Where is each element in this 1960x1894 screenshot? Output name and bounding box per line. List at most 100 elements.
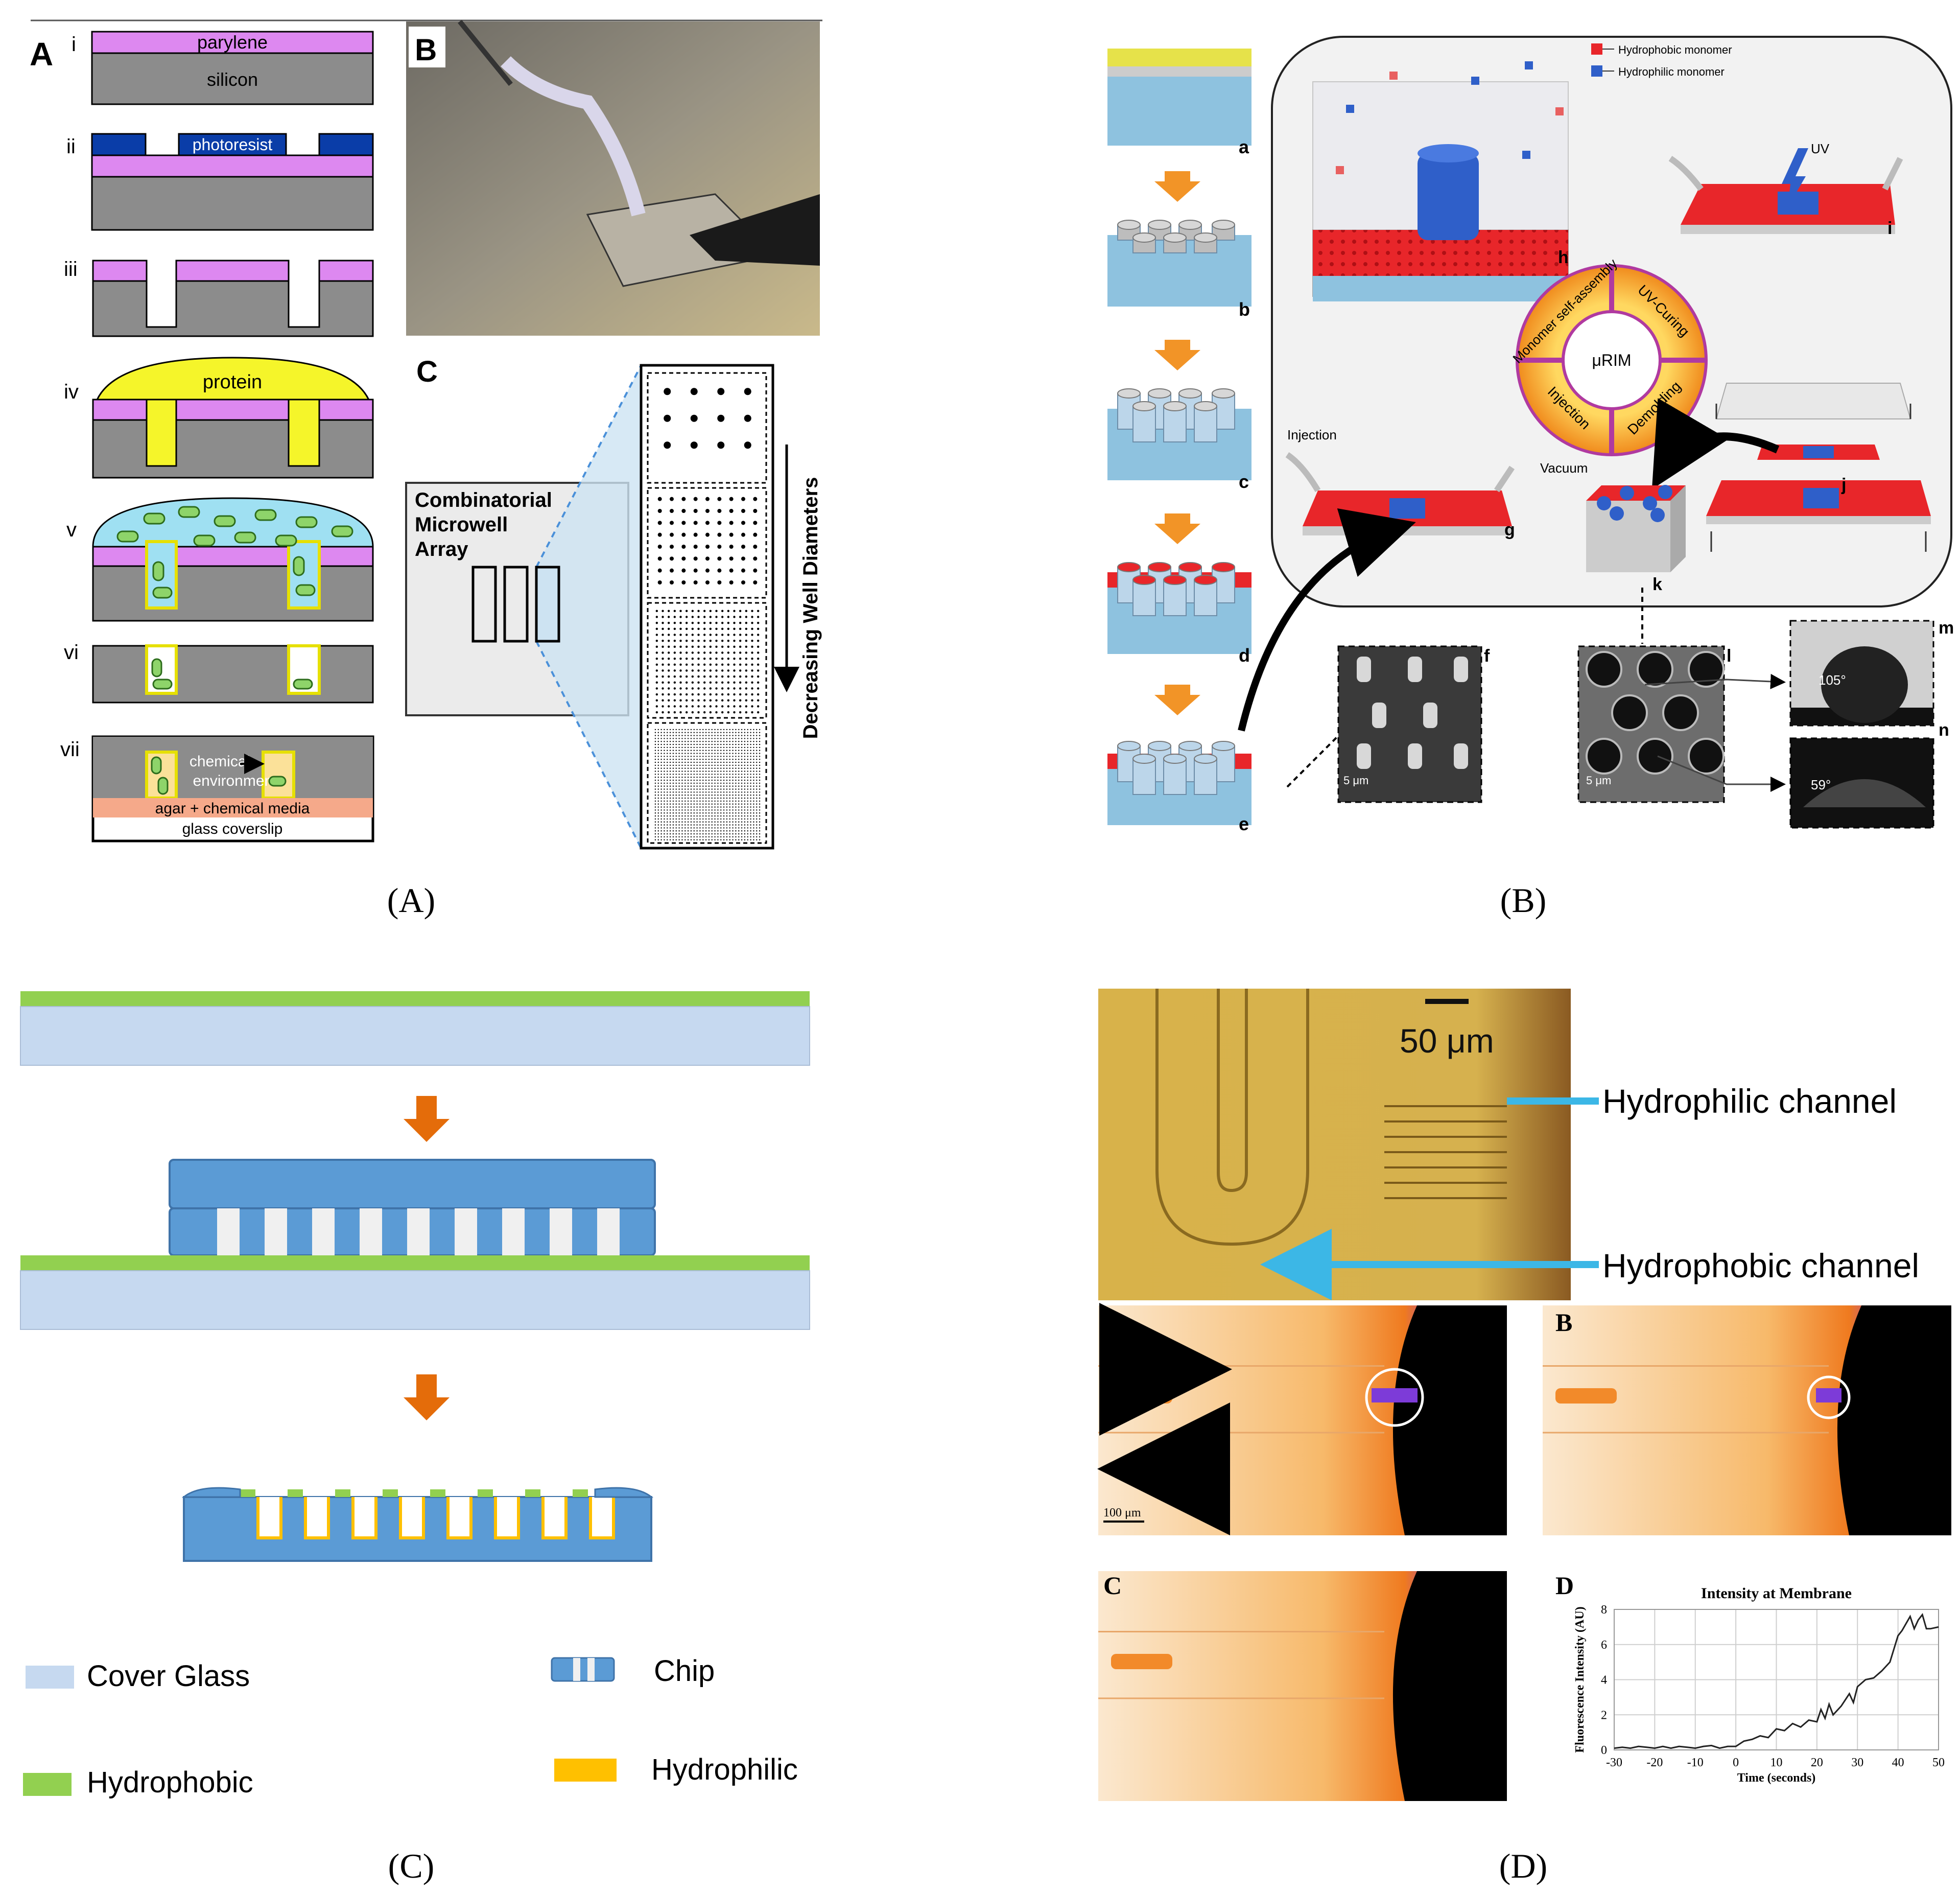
step-label: v <box>66 519 77 541</box>
microwell-dot <box>678 824 680 826</box>
microwell-dot <box>753 777 754 778</box>
microwell-dot <box>705 782 707 784</box>
microwell-dot <box>705 818 707 820</box>
microwell-dot <box>681 839 683 840</box>
microwell-dot <box>711 833 713 835</box>
microwell-dot <box>662 639 664 642</box>
sub-label: C <box>1103 1571 1122 1600</box>
microwell-dot <box>759 729 761 731</box>
microwell-dot <box>714 746 716 749</box>
microwell-dot <box>660 824 662 826</box>
legend-swatch-hydrophilic <box>554 1759 617 1782</box>
microwell-dot <box>729 839 730 840</box>
microwell-dot <box>711 767 713 769</box>
microwell-dot <box>735 746 737 749</box>
microwell-dot <box>727 687 730 690</box>
microwell-dot <box>729 568 734 573</box>
microwell-dot <box>759 794 761 796</box>
microwell-dot <box>705 839 707 840</box>
pillar-cylinder <box>1132 406 1156 442</box>
microwell-dot <box>723 774 725 775</box>
microwell-dot <box>662 663 664 666</box>
microwell-dot <box>717 800 719 802</box>
microwell-dot <box>757 693 760 696</box>
microwell-dot <box>735 777 737 778</box>
microwell-dot <box>678 774 680 775</box>
microwell-dot <box>679 669 682 672</box>
microwell-dot <box>708 821 710 823</box>
microwell-dot <box>738 756 740 757</box>
microwell-dot <box>738 777 740 778</box>
microwell-dot <box>756 815 758 817</box>
microwell-dot <box>670 521 674 525</box>
microwell-dot <box>739 651 742 654</box>
microwell-dot <box>729 743 730 745</box>
microwell-dot <box>714 729 716 731</box>
microwell-dot <box>696 812 698 814</box>
microwell-dot <box>711 732 713 733</box>
microwell-dot <box>732 777 734 778</box>
microwell-dot <box>657 759 659 760</box>
microwell-dot <box>670 532 674 537</box>
microwell-dot <box>715 616 718 618</box>
membrane-region <box>1837 1305 1951 1535</box>
microwell-dot <box>684 779 686 781</box>
microwell-dot <box>655 711 658 714</box>
microwell-dot <box>733 675 736 678</box>
microwell-dot <box>690 750 692 751</box>
microwell-dot <box>756 777 758 778</box>
microwell-dot <box>705 779 707 781</box>
microwell-dot <box>733 634 736 636</box>
microwell-dot <box>673 663 676 666</box>
microwell-dot <box>687 797 689 799</box>
microwell-dot <box>657 750 659 751</box>
microwell-dot <box>735 800 737 802</box>
microwell-dot <box>726 836 728 838</box>
microwell-dot <box>672 753 674 754</box>
microwell-dot <box>739 705 742 708</box>
microwell-dot <box>732 764 734 766</box>
microwell-dot <box>654 821 656 823</box>
microwell-dot <box>723 794 725 796</box>
microwell-dot <box>679 687 682 690</box>
microwell-dot <box>667 815 668 817</box>
microwell-dot <box>717 750 719 751</box>
microwell-dot <box>720 821 722 823</box>
microwell-dot <box>693 568 698 573</box>
microwell-dot <box>750 794 751 796</box>
microwell-dot <box>708 738 710 739</box>
microwell-dot <box>691 663 694 666</box>
microwell-dot <box>699 761 701 763</box>
microwell-dot <box>711 774 713 775</box>
microwell-dot <box>690 812 692 814</box>
microwell-dot <box>717 785 719 787</box>
microwell-dot <box>732 803 734 805</box>
microwell-dot <box>711 756 713 757</box>
microwell-dot <box>756 764 758 766</box>
microwell-dot <box>744 767 746 769</box>
microwell-dot <box>681 580 686 584</box>
microwell-dot <box>672 770 674 772</box>
microwell-dot <box>678 812 680 814</box>
microwell-dot <box>747 830 748 832</box>
microwell-dot <box>691 639 694 642</box>
microwell-dot <box>699 779 701 781</box>
microwell-dot <box>753 779 754 781</box>
microwell-dot <box>681 818 683 820</box>
microwell-dot <box>657 821 659 823</box>
microwell-dot <box>669 806 671 808</box>
microwell-dot <box>726 830 728 832</box>
pillar-cylinder <box>1194 406 1217 442</box>
microwell-dot <box>693 532 698 537</box>
microwell-dot <box>696 839 698 840</box>
microwell-dot <box>726 761 728 763</box>
microwell-dot <box>733 627 736 630</box>
microwell-dot <box>741 770 743 772</box>
microwell-dot <box>717 580 722 584</box>
microwell-dot <box>747 770 748 772</box>
microwell-dot <box>726 827 728 829</box>
microwell-dot <box>678 729 680 731</box>
microwell-dot <box>735 818 737 820</box>
microwell-dot <box>744 785 746 787</box>
microwell-dot <box>675 759 677 760</box>
